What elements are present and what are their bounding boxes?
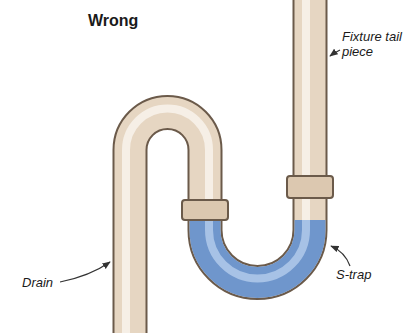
part-label: Fixture tail piece: [342, 30, 416, 60]
slip-nut: [182, 200, 228, 220]
part-label: Drain: [22, 276, 53, 291]
slip-nut: [287, 176, 333, 198]
leader-line: [330, 50, 340, 56]
trap-water: [205, 220, 310, 283]
pipe: [126, 0, 310, 333]
leader-line: [331, 246, 350, 266]
pipe-fill: [130, 0, 310, 333]
water-highlight: [209, 220, 306, 279]
water: [205, 220, 310, 283]
part-label: S-trap: [336, 268, 371, 283]
diagram-title: Wrong: [88, 12, 138, 30]
leader-line: [60, 262, 110, 282]
pipe-outline: [130, 0, 310, 333]
